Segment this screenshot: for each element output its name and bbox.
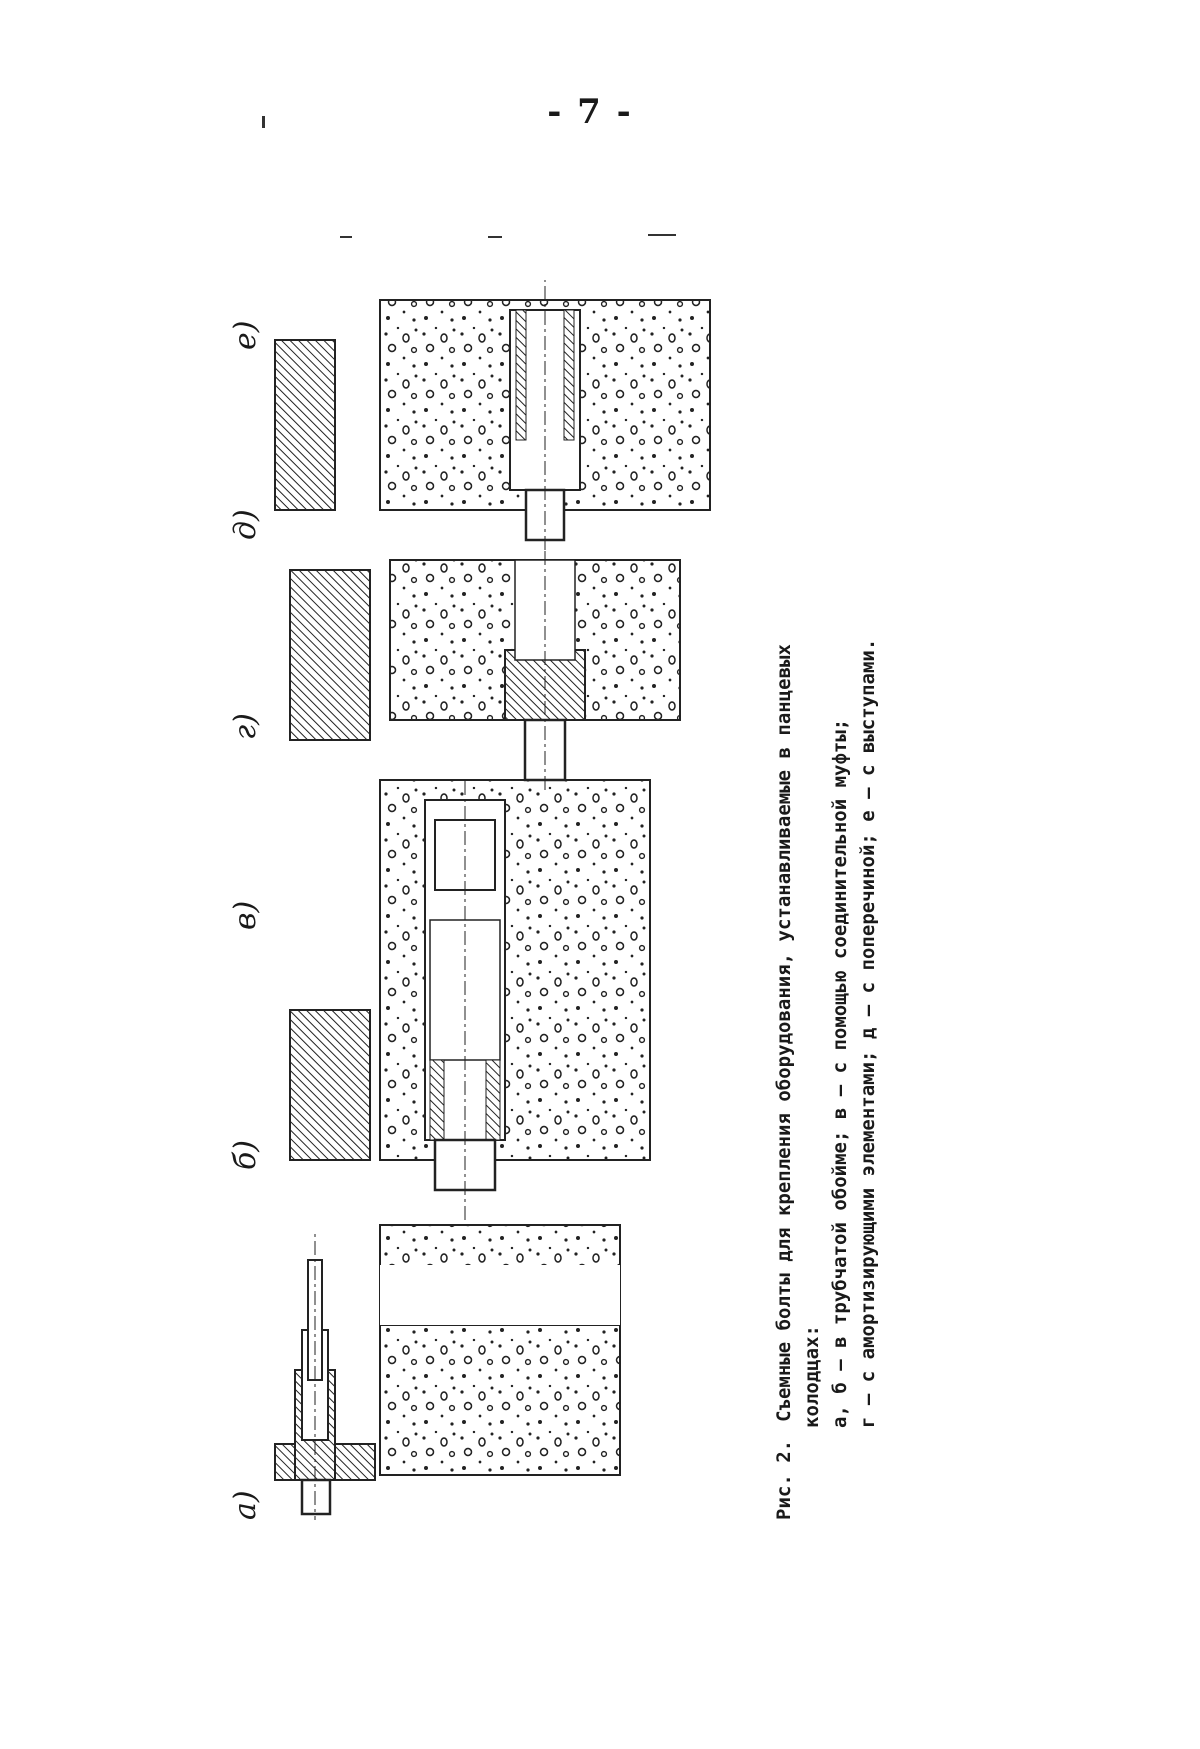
variant-label-c: в) xyxy=(228,900,263,930)
bolt-figure xyxy=(274,280,711,1520)
variant-label-e: д) xyxy=(228,509,263,540)
figure-block: а) б) в) г) д) е) Рис. 2. Съемные болты д… xyxy=(228,260,990,1520)
scan-speck xyxy=(262,116,265,128)
caption-title-line-1: Рис. 2. Съемные болты для крепления обору… xyxy=(770,260,798,1520)
variant-b-drawing xyxy=(289,779,651,1220)
variant-d-drawing xyxy=(274,280,711,550)
caption-title-line-2: колодцах: xyxy=(801,1325,823,1428)
variant-label-a: а) xyxy=(228,1490,263,1520)
scan-speck xyxy=(340,236,352,238)
figure-caption: Рис. 2. Съемные болты для крепления обору… xyxy=(770,260,882,1520)
caption-title: Съемные болты для крепления оборудования… xyxy=(773,644,795,1422)
variant-label-b: б) xyxy=(228,1139,263,1170)
scan-speck xyxy=(488,236,502,238)
caption-prefix: Рис. 2. xyxy=(773,1439,795,1520)
caption-legend-line-2: г – с амортизирующими элементами; д – с … xyxy=(857,638,879,1428)
variant-label-f: е) xyxy=(228,320,263,350)
scan-speck xyxy=(648,234,676,236)
caption-legend-line-1: а, б – в трубчатой обойме; в – с помощью… xyxy=(829,718,851,1428)
variant-a-drawing xyxy=(274,1224,621,1520)
variant-c-drawing xyxy=(289,540,681,790)
page-number: - 7 - xyxy=(547,92,633,132)
variant-label-d: г) xyxy=(228,713,263,740)
